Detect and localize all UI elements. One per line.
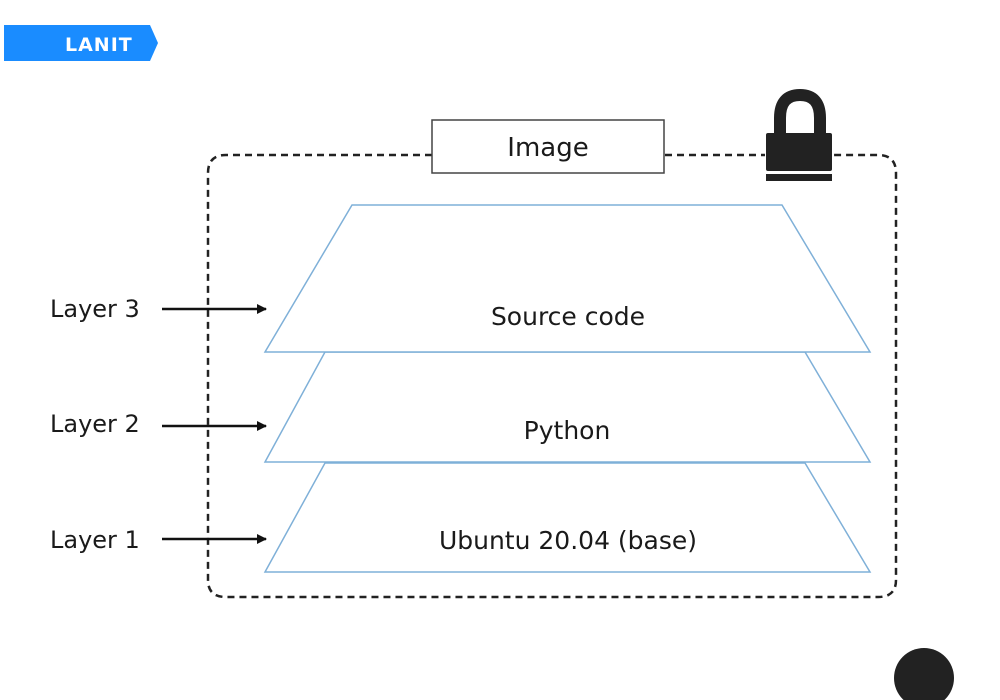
- partial-circle-decoration: [894, 648, 954, 700]
- logo-text: LANIT: [65, 34, 133, 56]
- layer-1-side-label: Layer 1: [50, 526, 140, 554]
- layer-3-side-label: Layer 3: [50, 295, 140, 323]
- image-label-box: Image: [431, 119, 665, 174]
- layer-2-side-label: Layer 2: [50, 410, 140, 438]
- image-dashed-border: [206, 153, 898, 599]
- logo-banner: [4, 25, 158, 61]
- lanit-logo: LANIT: [4, 25, 158, 61]
- layer-3-content: Source code: [491, 302, 645, 331]
- layer-2-content: Python: [524, 416, 611, 445]
- layer-1-content: Ubuntu 20.04 (base): [439, 526, 697, 555]
- image-label: Image: [507, 133, 588, 163]
- layer-2-trapezoid: [263, 351, 872, 463]
- layer-1-trapezoid: [263, 462, 872, 573]
- layer-3-trapezoid: [263, 204, 872, 353]
- lock-icon: [766, 88, 832, 181]
